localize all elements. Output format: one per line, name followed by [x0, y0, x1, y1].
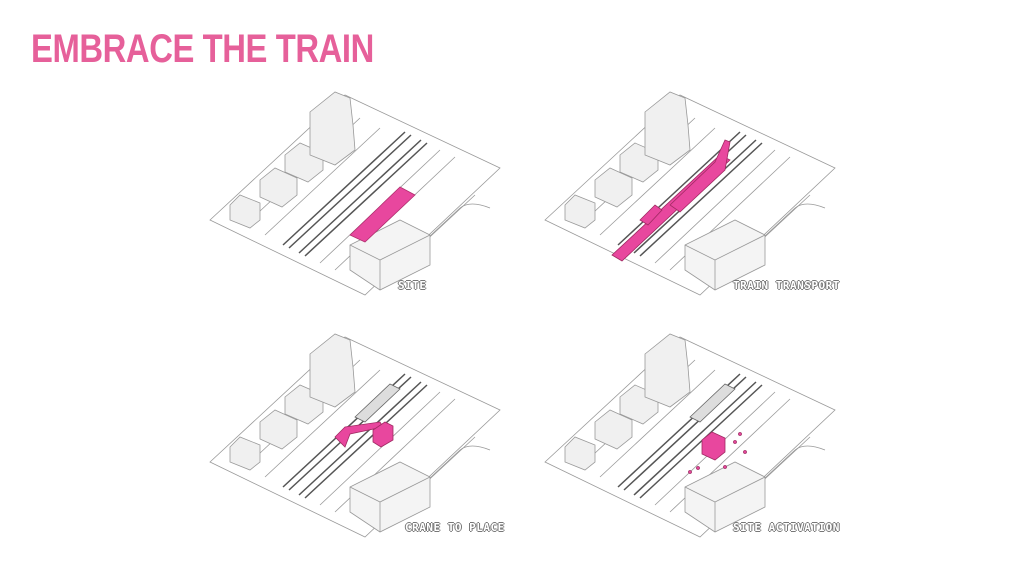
diagram-crane-to-place	[209, 333, 501, 538]
panel-label-site-activation: SITE ACTIVATION	[733, 521, 840, 534]
crane-highlight	[334, 421, 394, 448]
panel-label-train-transport: TRAIN TRANSPORT	[733, 279, 840, 292]
activation-highlight	[688, 431, 747, 474]
panel-label-site: SITE	[398, 279, 427, 292]
diagram-site-activation	[544, 333, 836, 538]
diagram-train-transport	[544, 91, 836, 296]
panel-label-crane-to-place: CRANE TO PLACE	[405, 521, 505, 534]
diagram-site	[209, 91, 501, 296]
site-highlight	[349, 186, 416, 243]
train-highlight	[611, 139, 731, 262]
slide-title: EMBRACE THE TRAIN	[31, 27, 374, 71]
